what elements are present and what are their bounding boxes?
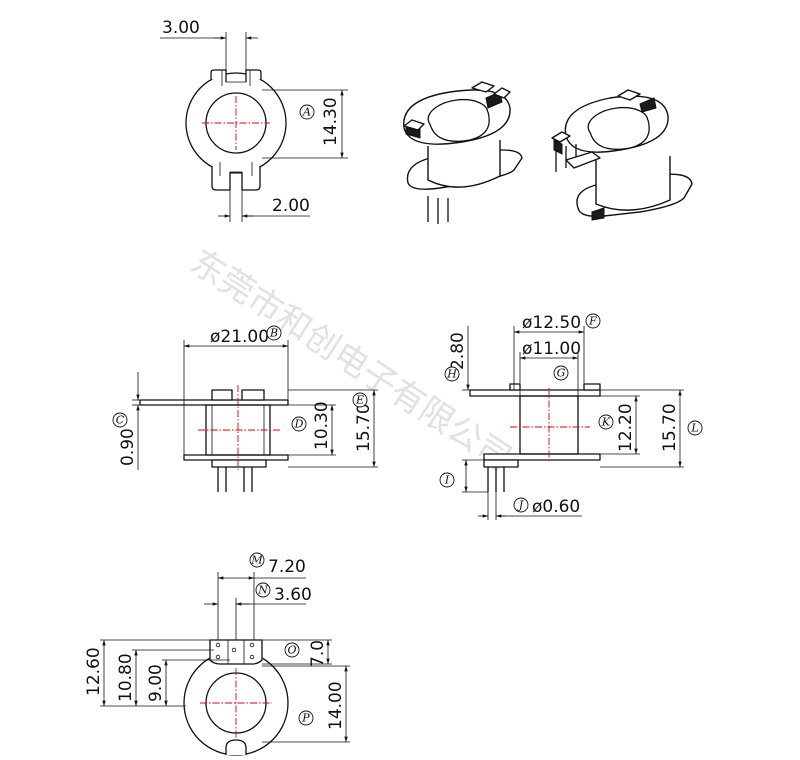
callout-circle: [352, 392, 368, 408]
dim-side-core-diameter: ø11.00: [522, 339, 581, 359]
dim-bottom-pin-pitch: 3.60: [274, 585, 312, 605]
dim-bottom-outer: 14.00: [326, 681, 346, 730]
isometric-view-rear: [551, 89, 693, 221]
callout-circle: [112, 412, 128, 428]
dim-top-height: 14.30: [321, 97, 341, 146]
dim-top-slot-width: 3.00: [162, 18, 200, 38]
callout-circle: [298, 710, 314, 726]
callout-circle: [687, 420, 703, 436]
callout-circle: [598, 414, 614, 430]
callout-label-f: F: [588, 315, 597, 328]
callout-label-a: A: [302, 106, 311, 119]
callout-label-l: L: [690, 422, 698, 435]
callout-label-j: J: [517, 499, 524, 512]
side-view: ø12.50 F ø11.00 G 2.80 H I J ø0.60 12.20…: [439, 313, 703, 520]
callout-label-k: K: [601, 416, 611, 429]
callout-circle: [266, 325, 282, 341]
dim-body-inner-height: 10.30: [312, 401, 332, 450]
callout-circle: [249, 552, 265, 568]
callout-circle: [439, 472, 455, 488]
front-view: ø21.00 B 0.90 C 10.30 D 15.70 E: [112, 325, 378, 492]
callout-label-i: I: [444, 474, 450, 487]
callout-circle: [291, 416, 307, 432]
callout-label-d: D: [294, 418, 304, 431]
dim-bottom-pin-span: 7.20: [268, 557, 306, 577]
dim-side-top-offset: 2.80: [448, 332, 468, 370]
callout-label-h: H: [446, 368, 457, 381]
dim-bottom-h1: 12.60: [84, 647, 104, 696]
dim-pin-diameter: ø0.60: [532, 497, 580, 517]
dim-side-core-height: 12.20: [616, 403, 636, 452]
isometric-view-front: [403, 81, 523, 224]
callout-label-b: B: [269, 327, 278, 340]
callout-label-n: N: [257, 584, 268, 597]
callout-label-g: G: [557, 367, 566, 380]
callout-circle: [513, 497, 529, 513]
callout-label-o: O: [287, 644, 296, 657]
callout-circle: [553, 365, 569, 381]
dim-side-total-height: 15.70: [660, 403, 680, 452]
callout-circle: [284, 642, 300, 658]
callout-label-e: E: [355, 394, 364, 407]
dim-bottom-h3: 9.00: [146, 664, 166, 702]
callout-circle: [444, 366, 460, 382]
dim-flange-thickness: 0.90: [118, 428, 138, 466]
callout-label-m: M: [250, 554, 263, 567]
callout-label-p: P: [301, 712, 310, 725]
callout-circle: [255, 582, 271, 598]
dim-top-pin-gap: 2.00: [272, 196, 310, 216]
dim-flange-diameter: ø21.00: [210, 327, 269, 347]
dim-side-flange-diameter: ø12.50: [522, 313, 581, 333]
callout-circle: [585, 313, 601, 329]
dim-total-height: 15.70: [354, 403, 374, 452]
callout-label-c: C: [116, 414, 125, 427]
bottom-view: M 7.20 N 3.60 7.0 O 14.00 P 12.60 10.80 …: [84, 552, 350, 756]
dim-bottom-tab-height: 7.0: [308, 640, 328, 667]
top-view: 3.00 2.00 14.30 A: [160, 18, 348, 222]
callout-a: [299, 104, 315, 120]
dim-bottom-h2: 10.80: [116, 653, 136, 702]
